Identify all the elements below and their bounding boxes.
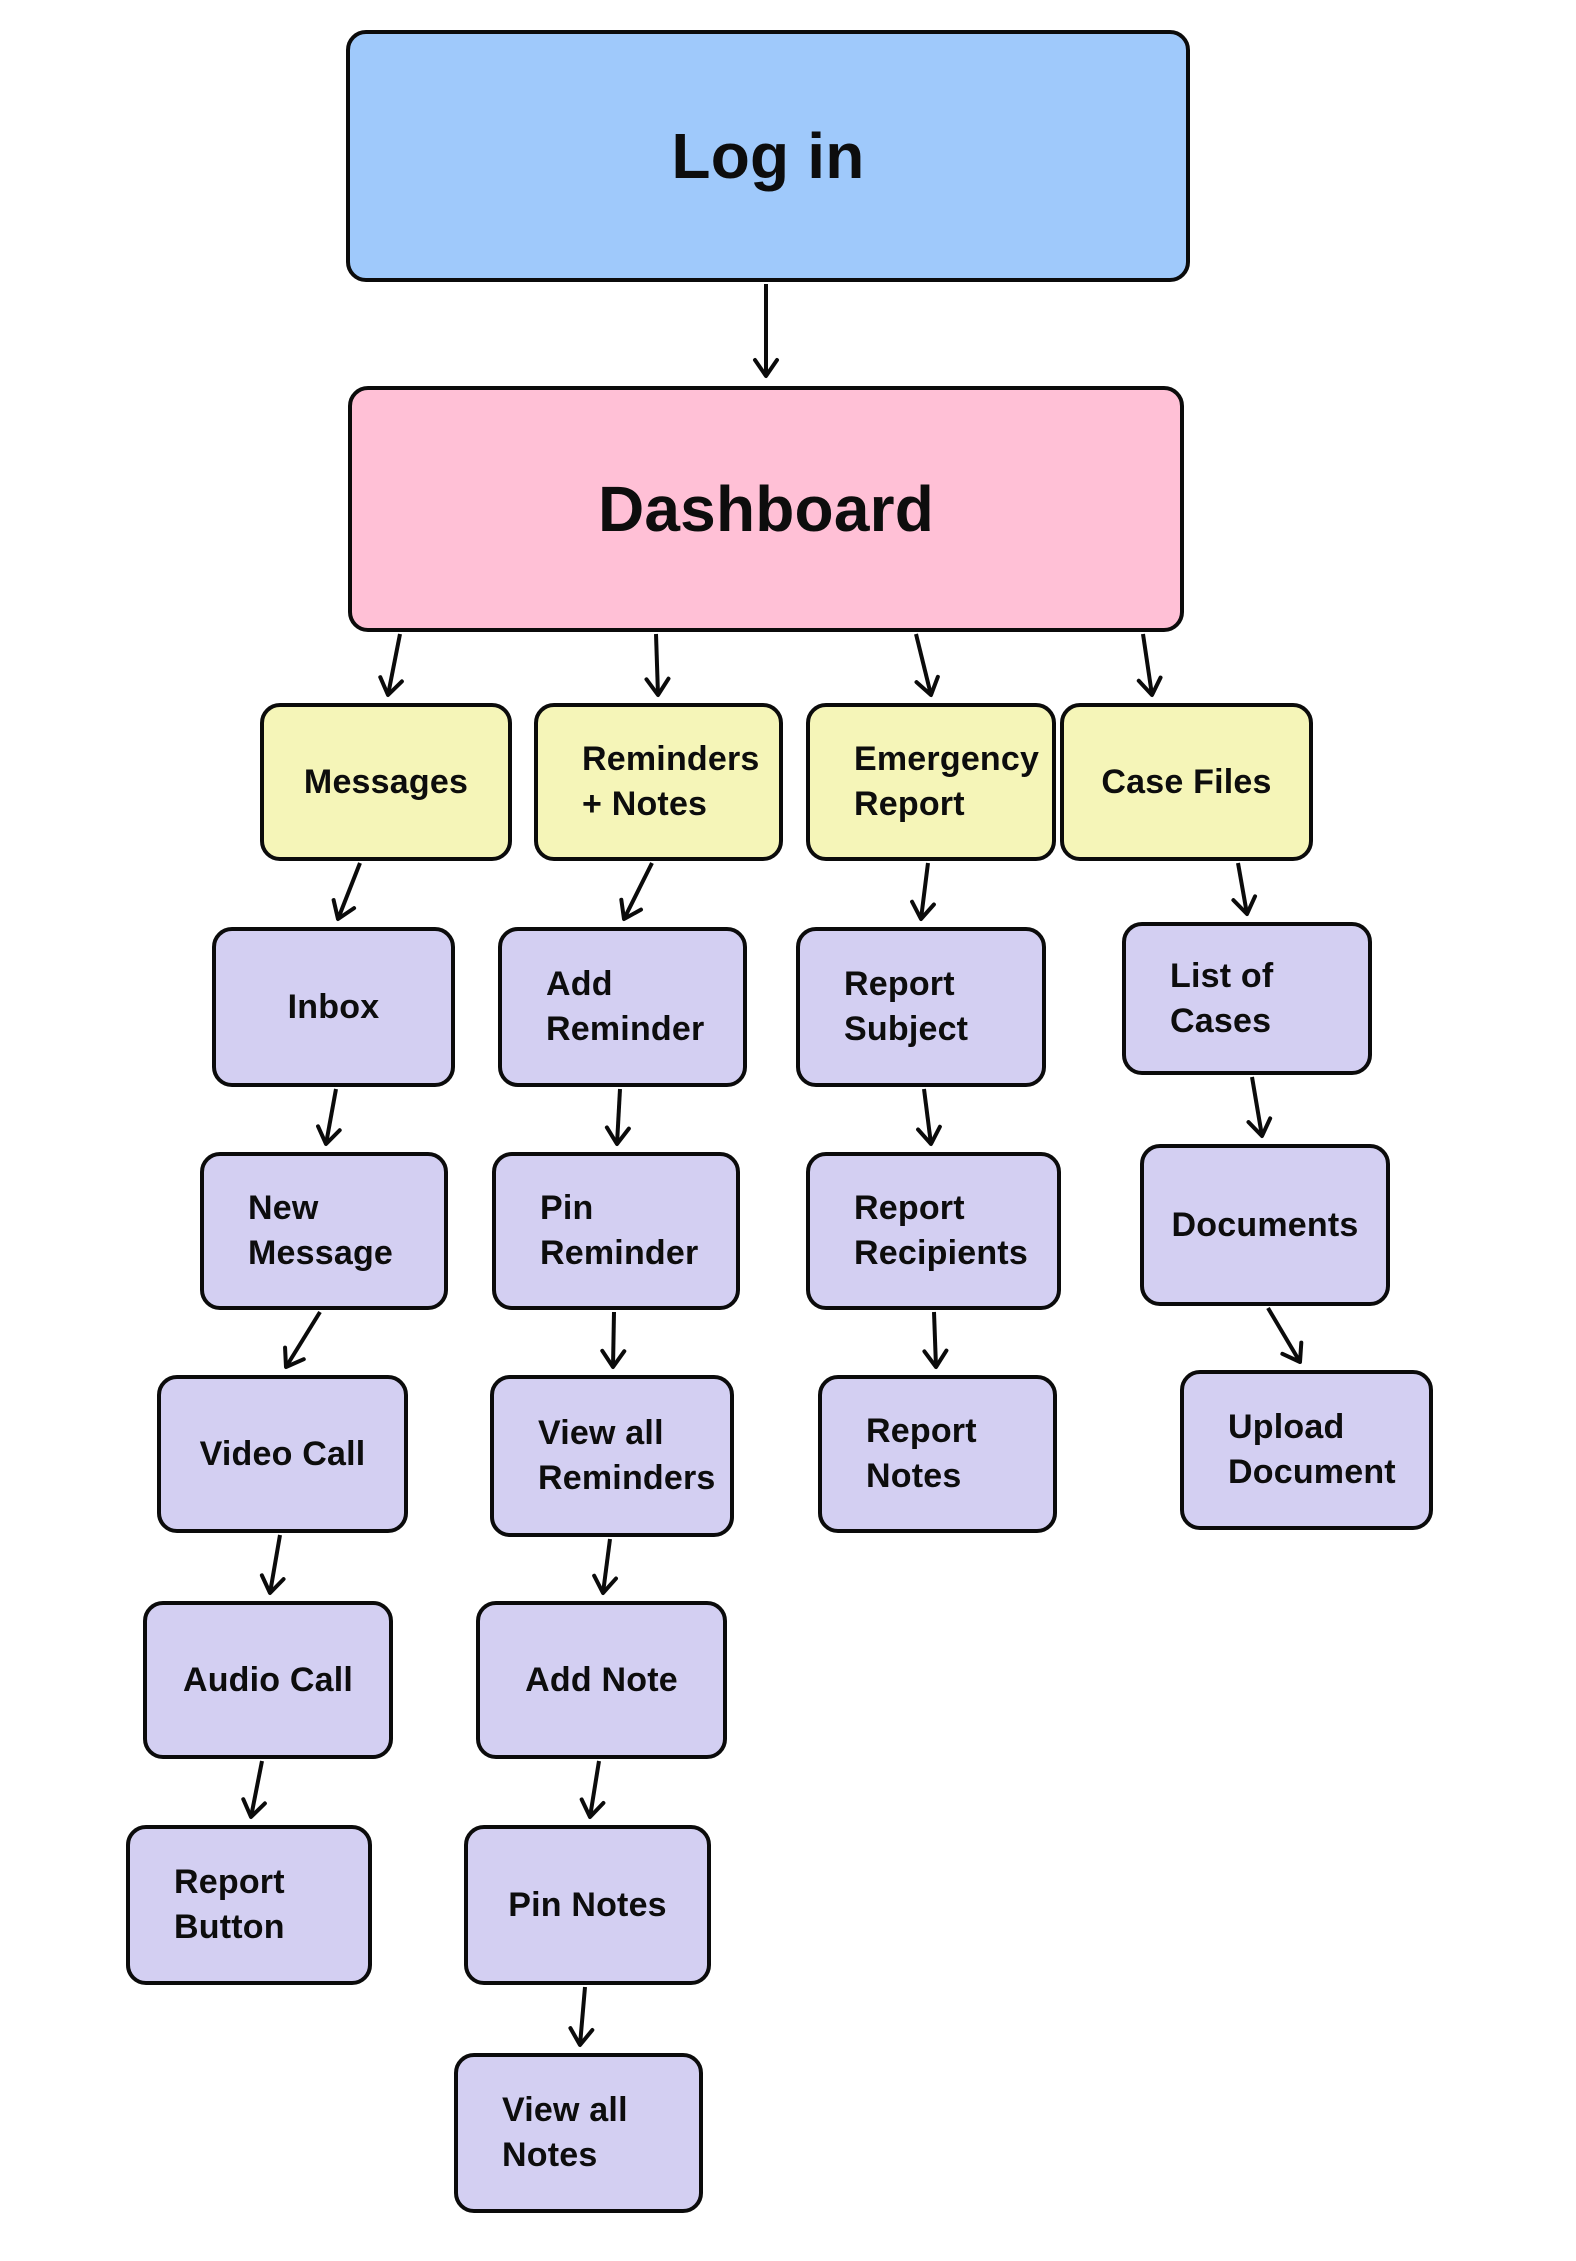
arrow-video-call-to-audio-call: [259, 1534, 286, 1595]
arrow-dashboard-to-case-files: [1136, 633, 1163, 697]
node-messages: Messages: [260, 703, 512, 861]
arrow-reminders-notes-to-add-reminder: [619, 862, 654, 921]
arrow-audio-call-to-report-button: [241, 1760, 267, 1819]
node-view-all-notes: View all Notes: [454, 2053, 703, 2213]
node-report-button: Report Button: [126, 1825, 372, 1985]
arrow-add-reminder-to-pin-reminder: [604, 1088, 631, 1146]
arrow-pin-reminder-to-view-all-reminders: [600, 1311, 627, 1369]
arrow-new-message-to-video-call: [283, 1310, 322, 1369]
arrow-pin-notes-to-view-all-notes: [568, 1986, 595, 2047]
node-inbox: Inbox: [212, 927, 455, 1087]
node-pin-notes: Pin Notes: [464, 1825, 711, 1985]
node-pin-reminder: Pin Reminder: [492, 1152, 740, 1310]
node-add-reminder: Add Reminder: [498, 927, 747, 1087]
arrow-emergency-report-to-report-subject: [910, 862, 936, 921]
node-documents: Documents: [1140, 1144, 1390, 1306]
node-emergency-report: Emergency Report: [806, 703, 1056, 861]
node-video-call: Video Call: [157, 1375, 408, 1533]
arrow-dashboard-to-emergency-report: [914, 633, 940, 697]
arrow-report-subject-to-report-recipients: [916, 1088, 942, 1146]
node-report-notes: Report Notes: [818, 1375, 1057, 1533]
arrow-inbox-to-new-message: [316, 1088, 342, 1146]
arrow-dashboard-to-messages: [378, 633, 404, 697]
node-login: Log in: [346, 30, 1190, 282]
node-dashboard: Dashboard: [348, 386, 1184, 632]
arrow-dashboard-to-reminders-notes: [644, 633, 671, 697]
arrow-add-note-to-pin-notes: [579, 1760, 606, 1819]
arrow-case-files-to-list-of-cases: [1231, 862, 1258, 916]
node-report-subject: Report Subject: [796, 927, 1046, 1087]
arrow-documents-to-upload-document: [1266, 1306, 1304, 1364]
node-add-note: Add Note: [476, 1601, 727, 1759]
arrow-messages-to-inbox: [331, 862, 362, 921]
node-reminders-notes: Reminders + Notes: [534, 703, 783, 861]
node-list-of-cases: List of Cases: [1122, 922, 1372, 1075]
arrow-view-all-reminders-to-add-note: [592, 1538, 618, 1595]
node-upload-document: Upload Document: [1180, 1370, 1433, 1530]
node-report-recipients: Report Recipients: [806, 1152, 1061, 1310]
arrow-report-recipients-to-report-notes: [922, 1311, 949, 1369]
node-new-message: New Message: [200, 1152, 448, 1310]
arrow-list-of-cases-to-documents: [1246, 1076, 1273, 1138]
node-view-all-reminders: View all Reminders: [490, 1375, 734, 1537]
node-audio-call: Audio Call: [143, 1601, 393, 1759]
node-case-files: Case Files: [1060, 703, 1313, 861]
